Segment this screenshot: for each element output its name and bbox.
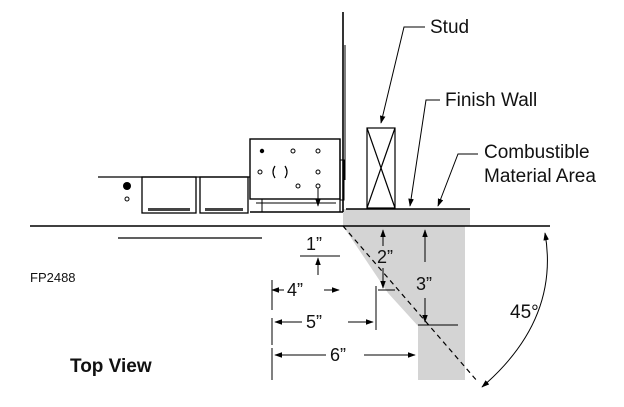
dim-2-inch	[378, 229, 395, 291]
dim-4-inch	[271, 280, 340, 310]
combustible-leader	[437, 153, 478, 207]
combustible-label-line2: Material Area	[484, 166, 596, 187]
finish-wall-label: Finish Wall	[445, 90, 537, 111]
dim-3-inch	[418, 229, 458, 326]
dim-4-label: 4”	[287, 280, 303, 300]
combustible-label-line1: Combustible	[484, 142, 590, 163]
drawing-code: FP2488	[30, 270, 76, 285]
view-title: Top View	[70, 356, 152, 377]
stud-label: Stud	[430, 17, 469, 38]
dim-6-inch	[271, 348, 416, 380]
dim-5-label: 5”	[306, 312, 322, 332]
dim-3-label: 3”	[416, 274, 432, 294]
dim-2-label: 2”	[377, 247, 393, 267]
angle-arc	[481, 232, 549, 388]
clearance-45-line	[342, 225, 479, 383]
combustible-material-area	[343, 209, 470, 380]
dim-1-inch	[300, 188, 340, 275]
dim-1-label: 1”	[306, 234, 322, 254]
fireplace-unit	[98, 138, 345, 239]
angle-label: 45°	[510, 302, 539, 323]
dim-5-inch	[271, 286, 377, 345]
stud-symbol	[366, 127, 396, 209]
finish-wall-leader	[408, 99, 440, 207]
stud-leader	[379, 26, 425, 124]
dim-6-label: 6”	[330, 345, 346, 365]
